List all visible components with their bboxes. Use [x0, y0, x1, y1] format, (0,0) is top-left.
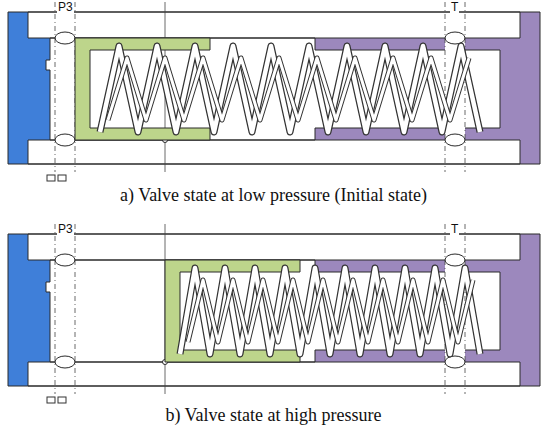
valve-low-pressure — [8, 2, 540, 181]
port-label: T — [450, 1, 459, 14]
port-label: P3 — [57, 1, 74, 14]
spring-compressed — [180, 268, 480, 354]
valve-high-pressure — [8, 224, 540, 403]
sub-caption: b) Valve state at high pressure — [0, 404, 547, 426]
port-label: P3 — [57, 223, 74, 236]
port-label: T — [450, 223, 459, 236]
sub-caption: a) Valve state at low pressure (Initial … — [0, 184, 547, 206]
